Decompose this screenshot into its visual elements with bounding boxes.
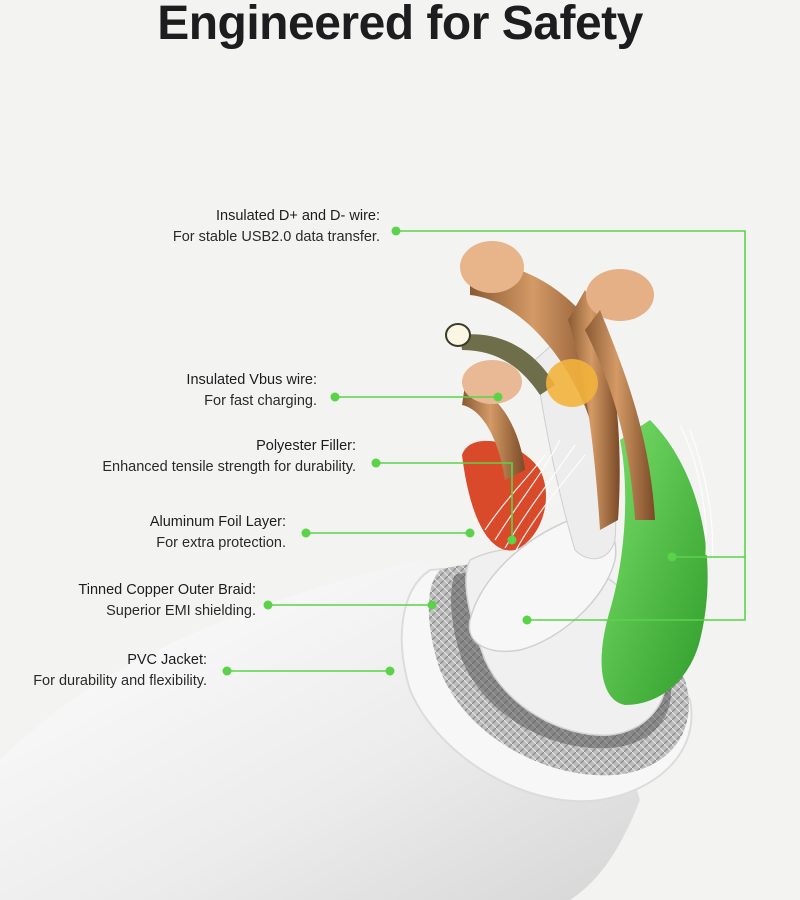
copper-conductors bbox=[445, 241, 655, 530]
polyester-filler-fibers bbox=[484, 424, 714, 561]
callout-description: Superior EMI shielding. bbox=[106, 603, 256, 619]
green-insulation-shape bbox=[601, 420, 708, 705]
callout-aluminum-foil: Aluminum Foil Layer: For extra protectio… bbox=[150, 512, 286, 554]
page-title: Engineered for Safety bbox=[157, 0, 643, 50]
callout-heading: Insulated Vbus wire: bbox=[186, 372, 317, 388]
callout-tinned-copper-braid: Tinned Copper Outer Braid: Superior EMI … bbox=[78, 580, 256, 622]
callout-polyester-filler: Polyester Filler: Enhanced tensile stren… bbox=[102, 436, 356, 478]
callout-description: For durability and flexibility. bbox=[33, 673, 207, 689]
callout-description: Enhanced tensile strength for durability… bbox=[102, 459, 356, 475]
callout-dplus-dminus-wire: Insulated D+ and D- wire: For stable USB… bbox=[173, 206, 380, 248]
callout-leader-lines bbox=[227, 230, 746, 672]
callout-vbus-wire: Insulated Vbus wire: For fast charging. bbox=[186, 370, 317, 412]
callout-pvc-jacket: PVC Jacket: For durability and flexibili… bbox=[33, 650, 207, 692]
callout-heading: Insulated D+ and D- wire: bbox=[215, 208, 380, 224]
callout-heading: Polyester Filler: bbox=[256, 438, 356, 454]
callout-description: For fast charging. bbox=[204, 393, 317, 409]
callout-description: For stable USB2.0 data transfer. bbox=[172, 229, 380, 245]
callout-heading: PVC Jacket: bbox=[127, 652, 207, 668]
leader-filler bbox=[376, 462, 513, 540]
leader-dwire bbox=[396, 230, 746, 621]
callout-dots bbox=[222, 226, 677, 676]
red-wire-shape bbox=[462, 440, 546, 551]
callout-heading: Tinned Copper Outer Braid: bbox=[78, 582, 256, 598]
callout-description: For extra protection. bbox=[156, 535, 286, 551]
callout-heading: Aluminum Foil Layer: bbox=[149, 514, 286, 530]
